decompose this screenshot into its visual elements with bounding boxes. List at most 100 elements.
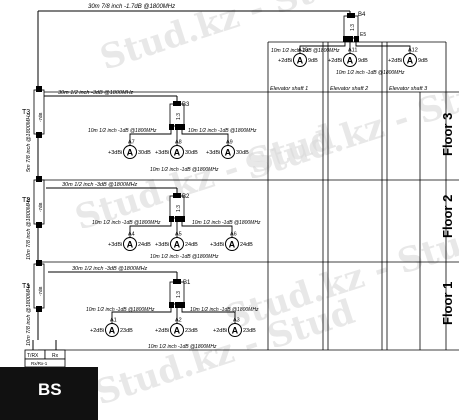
bs-label: BS — [38, 380, 62, 399]
riser-2-label: 10m 7/8 inch @1800MHz — [26, 198, 32, 260]
antenna-id: A3 — [233, 318, 240, 324]
antenna-level: 9dB — [358, 58, 368, 64]
elevator-shaft-2-label: Elevator shaft 2 — [330, 86, 368, 92]
antenna-a1: AA1 +2dBi 23dB — [90, 318, 133, 337]
antenna-glyph-icon: A — [127, 147, 134, 157]
floor-3-label: Floor 3 — [440, 113, 455, 156]
antenna-level: 9dB — [418, 58, 428, 64]
antenna-level: 24dB — [185, 242, 198, 248]
svg-text:1:3: 1:3 — [176, 113, 182, 120]
antenna-gain: +2dBi — [90, 328, 104, 334]
top-cable-label: 30m 7/8 inch -1.7dB @1800MHz — [88, 4, 175, 10]
antenna-id: A8 — [175, 140, 182, 146]
splitter-b3: B3 1:3 — [169, 101, 190, 130]
shaft-top-cable-label: 10m 1/2 inch -1dB @1800MHz — [271, 48, 340, 54]
t3-cable-label: 30m 1/2 inch -3dB @1800MHz — [58, 90, 134, 96]
f2-right-cable-label: 10m 1/2 inch -1dB @1800MHz — [192, 220, 261, 226]
antenna-level: 30dB — [236, 150, 249, 156]
floor-1-label: Floor 1 — [440, 282, 455, 325]
f2-mid-cable-label: 10m 1/2 inch -1dB @1800MHz — [150, 254, 219, 260]
svg-text:-7dB: -7dB — [38, 286, 43, 296]
svg-text:1:3: 1:3 — [350, 24, 356, 31]
antenna-level: 24dB — [240, 242, 253, 248]
svg-text:T1: T1 — [22, 283, 30, 290]
antenna-glyph-icon: A — [347, 55, 354, 65]
splitter-b1: B1 1:3 — [169, 279, 191, 308]
antenna-gain: +3dBi — [210, 242, 224, 248]
svg-text:B4: B4 — [358, 12, 366, 18]
antenna-gain: +3dBi — [108, 242, 122, 248]
antenna-level: 30dB — [185, 150, 198, 156]
tapper-t2: T2 -7dB — [22, 176, 45, 228]
svg-text:B3: B3 — [182, 102, 190, 108]
antenna-glyph-icon: A — [407, 55, 414, 65]
antenna-a9: AA9 +3dBi 30dB — [206, 140, 249, 159]
riser-1-label: 10m 7/8 inch @1800MHz — [26, 284, 32, 346]
svg-text:-7dB: -7dB — [38, 202, 43, 212]
antenna-level: 30dB — [138, 150, 151, 156]
svg-text:-7dB: -7dB — [38, 112, 43, 122]
antenna-id: A12 — [408, 48, 418, 54]
antenna-glyph-icon: A — [174, 147, 181, 157]
antenna-id: A2 — [175, 318, 182, 324]
svg-text:1:3: 1:3 — [176, 205, 182, 212]
bs-port-rx: Rx — [52, 353, 59, 359]
bs-box — [0, 367, 98, 420]
antenna-glyph-icon: A — [229, 239, 236, 249]
a11-cable-label: 10m 1/2 inch -1dB @1800MHz — [336, 70, 405, 76]
floor-grid — [38, 41, 459, 351]
antenna-a8: AA8 +3dBi 30dB — [155, 140, 198, 159]
antenna-glyph-icon: A — [225, 147, 232, 157]
floor-2-label: Floor 2 — [440, 195, 455, 238]
svg-text:E5: E5 — [360, 32, 366, 38]
antenna-id: A10 — [298, 48, 308, 54]
antenna-gain: +2dBi — [388, 58, 402, 64]
antenna-glyph-icon: A — [109, 325, 116, 335]
antenna-id: A9 — [226, 140, 233, 146]
bs-port-sub: Rx/Rx-1 — [31, 361, 48, 366]
t2-cable-label: 30m 1/2 inch -3dB @1800MHz — [62, 182, 138, 188]
elevator-shaft-3-label: Elevator shaft 3 — [389, 86, 428, 92]
svg-text:Stud.kz - Stud: Stud.kz - Stud — [95, 0, 364, 79]
t1-cable-label: 30m 1/2 inch -3dB @1800MHz — [72, 266, 148, 272]
f1-right-cable-label: 10m 1/2 inch -1dB @1800MHz — [190, 307, 259, 313]
riser-3-label: 5m 7/8 inch @1800MHz — [26, 113, 32, 172]
antenna-level: 24dB — [138, 242, 151, 248]
antenna-level: 23dB — [185, 328, 198, 334]
f1-left-cable-label: 10m 1/2 inch -1dB @1800MHz — [86, 307, 155, 313]
f3-right-cable-label: 10m 1/2 inch -1dB @1800MHz — [188, 128, 257, 134]
antenna-gain: +3dBi — [206, 150, 220, 156]
antenna-glyph-icon: A — [174, 239, 181, 249]
svg-text:B2: B2 — [182, 194, 190, 200]
elevator-shaft-1-label: Elevator shaft 1 — [270, 86, 308, 92]
antenna-id: A7 — [128, 140, 135, 146]
svg-text:T3: T3 — [22, 109, 30, 116]
antenna-gain: +3dBi — [155, 150, 169, 156]
base-station: T/RX Rx Rx/Rx-1 BS — [0, 349, 98, 420]
branch-feeders — [111, 42, 411, 324]
bs-port-trx: T/RX — [27, 353, 39, 359]
splitter-b4: B4 E5 1:3 — [343, 12, 366, 42]
svg-text:T2: T2 — [22, 197, 30, 204]
antenna-gain: +3dBi — [155, 242, 169, 248]
antenna-gain: +2dBi — [278, 58, 292, 64]
antenna-gain: +2dBi — [155, 328, 169, 334]
tapper-t1: T1 -7dB — [22, 260, 45, 312]
antenna-level: 23dB — [120, 328, 133, 334]
svg-text:1:3: 1:3 — [176, 291, 182, 298]
antenna-glyph-icon: A — [297, 55, 304, 65]
antenna-glyph-icon: A — [232, 325, 239, 335]
f3-mid-cable-label: 10m 1/2 inch -1dB @1800MHz — [150, 167, 219, 173]
f1-bottom-cable-label: 10m 1/2 inch -1dB @1800MHz — [148, 344, 217, 350]
antenna-id: A1 — [110, 318, 117, 324]
antenna-id: A4 — [128, 232, 135, 238]
